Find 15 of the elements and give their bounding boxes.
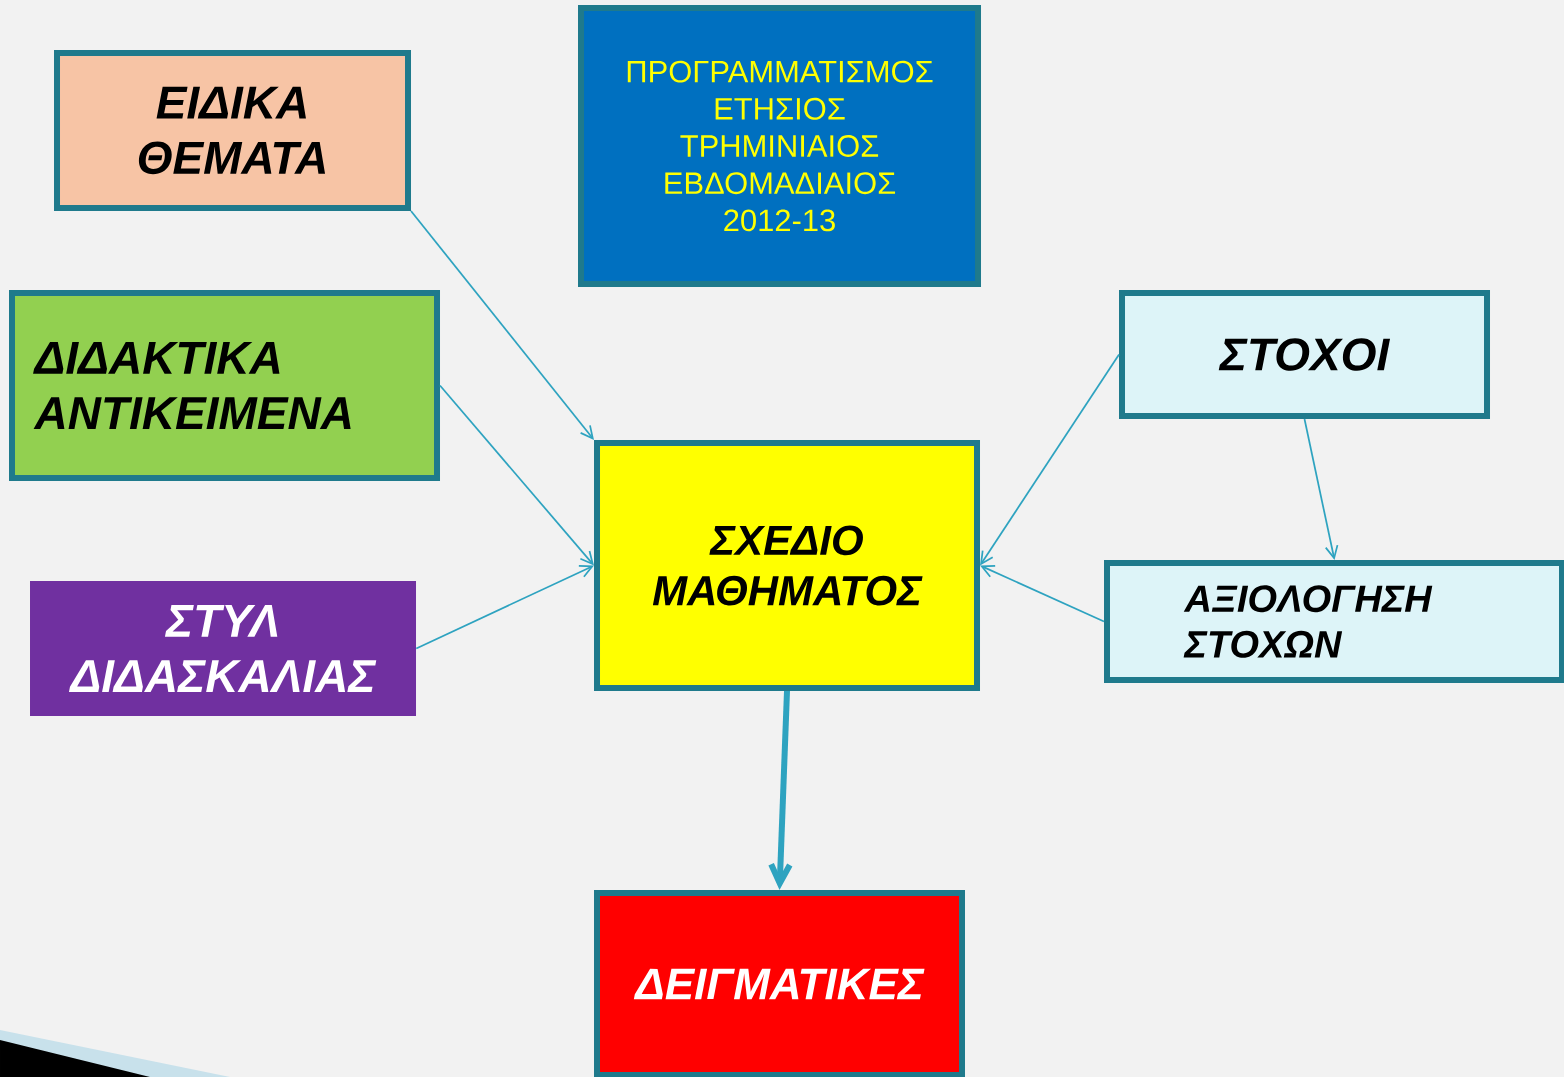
arrow [768,690,793,890]
text-box: ΠΡΟΓΡΑΜΜΑΤΙΣΜΟΣ ΕΤΗΣΙΟΣ ΤΡΗΜΙΝΙΑΙΟΣ ΕΒΔΟΜΑΔΙΑΙΟΣ 2012-13 [578,5,981,287]
arrow [980,564,1105,623]
arrow [439,384,594,566]
text-box: ΔΙΔΑΚΤΙΚΑ ΑΝΤΙΚΕΙΜΕΝΑ [9,290,440,481]
text-box: ΕΙΔΙΚΑ ΘΕΜΑΤΑ [54,50,411,211]
text-box: ΑΞΙΟΛΟΓΗΣΗ ΣΤΟΧΩΝ [1104,560,1564,683]
text-box: ΣΤΟΧΟΙ [1119,290,1490,419]
text-box: ΣΧΕΔΙΟ ΜΑΘΗΜΑΤΟΣ [594,440,980,691]
text-box: ΣΤΥΛ ΔΙΔΑΣΚΑΛΙΑΣ [30,581,416,716]
arrow [410,210,594,440]
arrow [980,353,1120,566]
text-box: ΔΕΙΓΜΑΤΙΚΕΣ [594,890,965,1077]
arrow [1303,418,1339,560]
arrow [415,565,594,650]
